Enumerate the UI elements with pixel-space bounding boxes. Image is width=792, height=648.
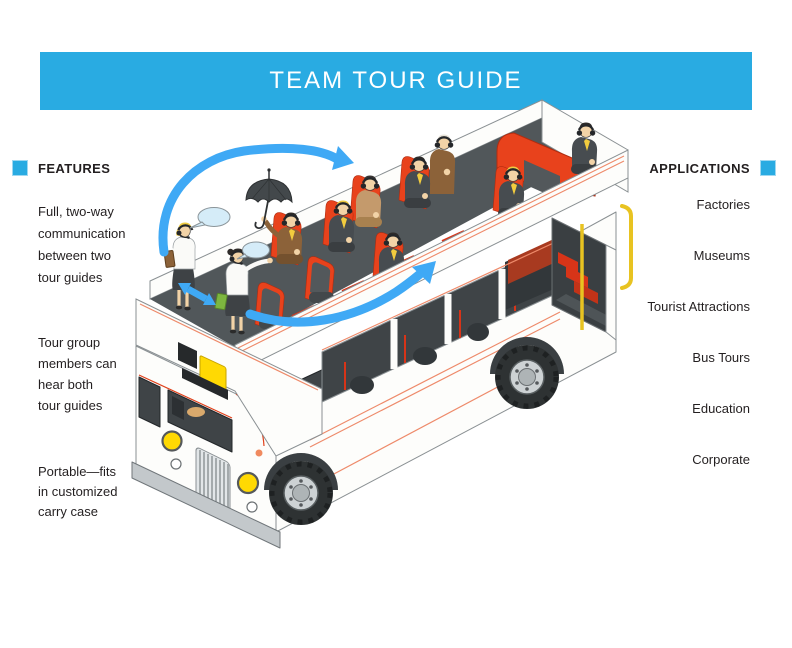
- windshield-left-pane: [138, 376, 161, 428]
- double-arrow-shaft: [186, 285, 208, 303]
- feature-item-2: Tour group members can hear both tour gu…: [38, 332, 117, 416]
- application-item-factories: Factories: [696, 197, 750, 212]
- arrow-top-head: [332, 146, 354, 170]
- feature-line: between two: [38, 248, 111, 263]
- page-title: TEAM TOUR GUIDE: [269, 67, 523, 94]
- front-wheel: [264, 453, 338, 525]
- window-pillars: [390, 269, 506, 369]
- extended-arm: [242, 258, 271, 273]
- arrow-lower-head: [412, 261, 436, 284]
- feature-line: tour guides: [38, 398, 103, 413]
- communication-arrows: [158, 143, 436, 327]
- guide-shirt: [172, 236, 196, 270]
- feature-line: communication: [38, 226, 126, 241]
- green-folder: [214, 292, 228, 311]
- feature-item-1: Full, two-way communication between two …: [38, 201, 125, 289]
- passengers: [254, 122, 598, 334]
- driver-seat: [172, 396, 184, 420]
- tour-guide-2: [214, 248, 273, 335]
- rear-wheel: [490, 337, 564, 409]
- windshield-pinstripe: [138, 374, 233, 419]
- feature-line: carry case: [38, 504, 98, 519]
- feature-line: Tour group: [38, 335, 101, 350]
- application-item-corporate: Corporate: [692, 452, 750, 467]
- umbrella-ribs: [251, 178, 287, 201]
- passenger-far-4: [398, 156, 431, 210]
- feature-line: tour guides: [38, 270, 103, 285]
- feature-item-3: Portable—fits in customized carry case: [38, 462, 117, 522]
- feature-line: hear both: [38, 377, 93, 392]
- passenger-rear-bench: [571, 122, 598, 174]
- guide-skirt: [225, 294, 250, 316]
- rear-handrail: [620, 204, 633, 290]
- umbrella-pole: [254, 200, 269, 230]
- application-item-bus-tours: Bus Tours: [692, 350, 750, 365]
- sidelight-right: [246, 501, 258, 513]
- application-item-museums: Museums: [693, 248, 750, 263]
- umbrella-tip: [267, 168, 271, 172]
- application-item-education: Education: [692, 401, 750, 416]
- headlight-left: [161, 430, 183, 452]
- passenger-woman-tan: [349, 175, 382, 229]
- feature-line: in customized: [38, 484, 118, 499]
- rear-corner-pillar: [605, 244, 617, 341]
- applications-bullet-square: [760, 160, 776, 176]
- umbrella-icon: [245, 168, 293, 241]
- feature-line: Full, two-way: [38, 204, 114, 219]
- front-bumper: [131, 461, 281, 549]
- features-bullet-square: [12, 160, 28, 176]
- upper-front-face: [135, 298, 323, 457]
- blond-hair: [178, 222, 192, 229]
- front-window-strip: [182, 368, 228, 400]
- application-item-tourist-attractions: Tourist Attractions: [647, 299, 750, 314]
- arrow-lower-arc: [245, 269, 425, 327]
- arrow-top-arc: [158, 143, 342, 257]
- double-arrow-head-1: [178, 283, 191, 295]
- front-window-small: [178, 342, 197, 369]
- passenger-standing: [429, 134, 456, 194]
- sidelight-left: [170, 458, 182, 470]
- empty-seat-1: [304, 256, 335, 308]
- passenger-blond: [322, 200, 355, 254]
- applications-heading: APPLICATIONS: [649, 161, 750, 176]
- raised-arm: [263, 219, 285, 241]
- grille-slats: [199, 450, 229, 511]
- passenger-umbrella: [270, 212, 303, 266]
- speech-bubble-2: [236, 241, 270, 260]
- title-banner: TEAM TOUR GUIDE: [40, 52, 752, 110]
- headset-icon: [177, 224, 194, 231]
- driver-figure: [187, 407, 205, 417]
- window-seat-frames: [344, 285, 516, 390]
- front-pinstripe: [139, 303, 319, 391]
- headlight-right: [236, 471, 260, 495]
- double-arrow-head-2: [203, 293, 216, 305]
- feature-line: Portable—fits: [38, 464, 117, 479]
- dark-hair: [231, 248, 245, 255]
- feature-line: members can: [38, 356, 117, 371]
- speech-bubble-1: [189, 207, 231, 229]
- features-heading: FEATURES: [38, 161, 111, 176]
- indicator-dot: [255, 449, 263, 457]
- stair-through-window: [508, 238, 556, 284]
- lower-deck: [131, 204, 633, 549]
